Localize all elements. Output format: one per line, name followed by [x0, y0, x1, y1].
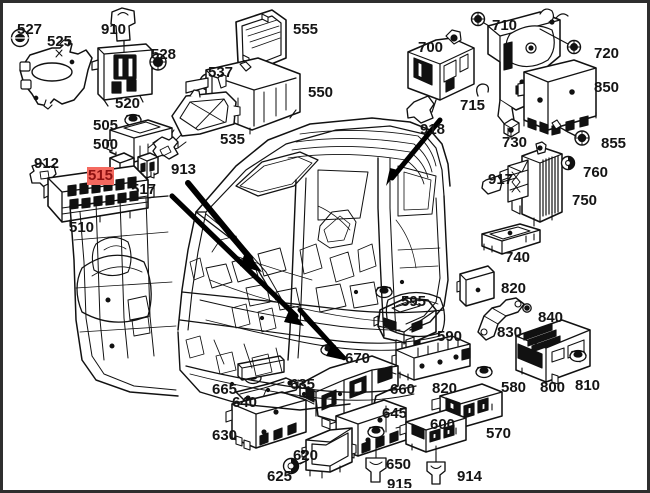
part-625-washer — [282, 457, 309, 475]
part-517-relay — [137, 152, 159, 180]
callout-label-650: 650 — [386, 456, 412, 473]
callout-label-535: 535 — [220, 131, 246, 148]
callout-label-620: 620 — [293, 447, 319, 464]
callout-label-660: 660 — [390, 381, 416, 398]
part-650-nut — [367, 425, 385, 439]
part-528-nut — [149, 53, 167, 71]
callout-label-527: 527 — [17, 21, 43, 38]
callout-label-855: 855 — [601, 135, 627, 152]
callout-label-915: 915 — [387, 476, 413, 488]
part-620-head-unit — [300, 427, 357, 479]
callout-label-625: 625 — [267, 468, 293, 485]
callout-label-645: 645 — [382, 405, 408, 422]
part-520-control-unit — [91, 43, 160, 107]
callout-label-550: 550 — [308, 84, 334, 101]
callout-label-910: 910 — [101, 21, 127, 38]
callout-label-500: 500 — [93, 136, 119, 153]
callout-label-912: 912 — [34, 155, 60, 172]
part-525-bracket — [19, 39, 93, 110]
part-830-bracket — [477, 297, 525, 341]
exploded-view-artwork — [10, 7, 597, 485]
part-600-module — [399, 409, 467, 453]
callout-label-918: 918 — [420, 121, 446, 138]
callout-label-917: 917 — [488, 171, 514, 188]
callout-label-914: 914 — [457, 468, 483, 485]
part-510-fuse-box — [43, 165, 155, 227]
part-535-bracket — [169, 89, 241, 141]
callout-label-715: 715 — [460, 97, 486, 114]
callout-label-505: 505 — [93, 117, 119, 134]
part-630-module — [225, 391, 307, 451]
callout-label-913: 913 — [171, 161, 197, 178]
callout-label-635: 635 — [290, 376, 316, 393]
callout-label-630: 630 — [212, 427, 238, 444]
vehicle-body-shell — [69, 117, 451, 411]
part-850-control-module — [515, 59, 597, 136]
callout-label-595: 595 — [401, 293, 427, 310]
part-555-cover — [235, 9, 287, 73]
part-855-screw — [551, 119, 590, 146]
callout-label-670: 670 — [345, 350, 371, 367]
callout-label-700: 700 — [418, 39, 444, 56]
part-918-clip — [406, 95, 435, 124]
callout-label-830: 830 — [497, 324, 523, 341]
leader-lines — [123, 40, 509, 465]
callout-label-600: 600 — [430, 416, 456, 433]
callout-label-710: 710 — [492, 17, 518, 34]
part-700-module — [406, 29, 475, 124]
callout-label-528: 528 — [151, 46, 177, 63]
callout-label-760: 760 — [583, 164, 609, 181]
part-840-bolt — [522, 303, 532, 313]
callout-label-850: 850 — [594, 79, 620, 96]
callout-label-800: 800 — [540, 379, 566, 396]
callout-label-810: 810 — [575, 377, 601, 394]
part-595-nut — [375, 285, 393, 299]
part-913-clip — [152, 136, 179, 160]
part-917-clip — [481, 175, 517, 195]
callout-label-820t: 820 — [501, 280, 527, 297]
callout-label-525: 525 — [47, 33, 73, 50]
part-580-nut — [475, 365, 493, 379]
callout-label-510: 510 — [69, 219, 95, 236]
part-760-bolt — [560, 155, 576, 171]
part-665-rod — [237, 355, 285, 381]
callout-label-517: 517 — [131, 181, 157, 198]
callout-label-537: 537 — [208, 64, 234, 81]
callout-label-555: 555 — [293, 21, 319, 38]
part-810-nut — [569, 349, 587, 363]
callout-label-590: 590 — [437, 328, 463, 345]
callout-label-840: 840 — [538, 309, 564, 326]
callout-label-820b: 820 — [432, 380, 458, 397]
callout-label-570: 570 — [486, 425, 512, 442]
callout-label-750: 750 — [572, 192, 598, 209]
callout-label-580: 580 — [501, 379, 527, 396]
part-820-plate-top — [456, 265, 495, 307]
pointer-arrows — [169, 117, 443, 361]
callout-label-720: 720 — [594, 45, 620, 62]
part-915-clip — [365, 437, 387, 483]
callout-label-640: 640 — [232, 394, 258, 411]
callout-label-740: 740 — [505, 249, 531, 266]
callout-label-520: 520 — [115, 95, 141, 112]
callout-label-665: 665 — [212, 381, 238, 398]
part-720-bolt — [539, 28, 582, 55]
part-740-module — [481, 223, 541, 255]
callout-label-515: 515 — [87, 167, 115, 185]
callout-label-730: 730 — [502, 134, 528, 151]
part-527-washer — [10, 28, 30, 48]
part-750-heatsink-module — [499, 141, 563, 227]
